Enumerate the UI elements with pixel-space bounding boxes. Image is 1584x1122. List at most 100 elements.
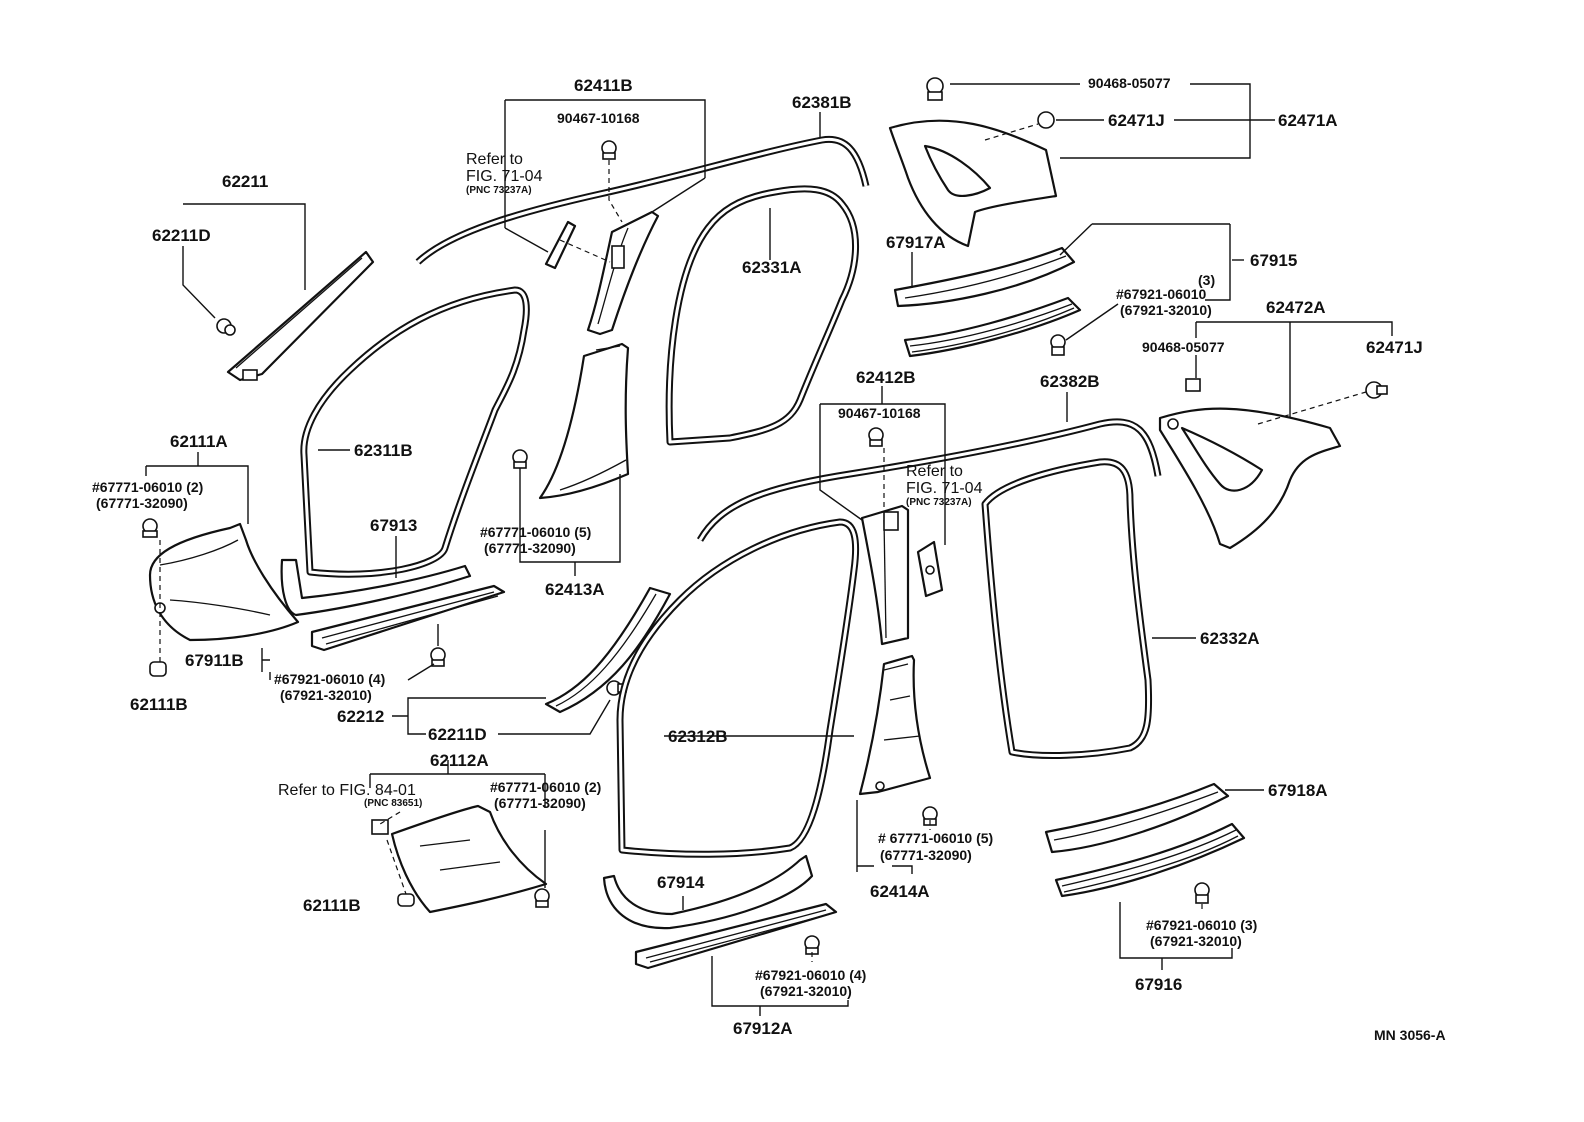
label-62311B: 62311B	[354, 441, 413, 460]
label-67911B: 67911B	[185, 651, 244, 670]
clip-90467-rear	[868, 427, 884, 447]
label-67921-32010-rear: (67921-32010)	[760, 983, 852, 999]
label-67918A: 67918A	[1268, 781, 1328, 800]
part-front-scuff-inner	[280, 558, 472, 617]
label-62381B: 62381B	[792, 93, 852, 112]
label-67912A: 67912A	[733, 1019, 793, 1038]
part-roof-side-inner-garnish	[888, 119, 1058, 248]
label-67921-06010-4-front: #67921-06010 (4)	[274, 671, 385, 687]
label-67771-32090-rear: (67771-32090)	[880, 847, 972, 863]
part-rear-scuff-67915	[903, 296, 1082, 358]
label-62212: 62212	[337, 707, 384, 726]
seatbelt-anchor-cover-front	[544, 220, 577, 270]
label-67921-06010-4-rear: #67921-06010 (4)	[755, 967, 866, 983]
clip-67921-upper-right	[1050, 334, 1066, 356]
label-62331A: 62331A	[742, 258, 802, 277]
part-rear-door-opening-trim	[616, 518, 860, 858]
label-62413A: 62413A	[545, 580, 605, 599]
part-front-door-opening-trim	[300, 286, 530, 578]
label-90467-10168-front: 90467-10168	[557, 110, 640, 126]
part-front-scuff-outer	[310, 584, 506, 652]
label-67921-32010-front: (67921-32010)	[280, 687, 372, 703]
clip-67921-front-scuff	[430, 647, 446, 667]
part-roof-weatherstrip-rear	[696, 418, 1162, 542]
label-62411B: 62411B	[574, 76, 633, 95]
ref-a-line3: (PNC 73237A)	[466, 185, 532, 196]
clip-62211D-top	[216, 318, 236, 336]
label-qty-3-upper: (3)	[1198, 272, 1215, 288]
label-67771-06010-2-front: #67771-06010 (2)	[92, 479, 203, 495]
label-67771-06010-5-rear: # 67771-06010 (5)	[878, 830, 993, 846]
part-center-pillar-upper-rear	[860, 504, 910, 646]
clip-67771-cowl-top	[142, 518, 158, 538]
label-62471J-lower: 62471J	[1366, 338, 1423, 357]
label-67913: 67913	[370, 516, 417, 535]
clip-67771-pillar-front	[512, 449, 528, 469]
label-67771-32090-front: (67771-32090)	[96, 495, 188, 511]
label-62211D-lower: 62211D	[428, 725, 487, 744]
label-62414A: 62414A	[870, 882, 930, 901]
label-90468-05077-lower: 90468-05077	[1142, 339, 1225, 355]
clip-62111B-cowl	[149, 661, 167, 677]
part-roof-side-inner-garnish-lower	[1158, 407, 1342, 550]
seatbelt-anchor-cover-rear	[916, 540, 944, 598]
clip-90468-lower	[1185, 378, 1201, 392]
label-67921-32010-upper: (67921-32010)	[1120, 302, 1212, 318]
part-center-pillar-upper-front	[586, 210, 660, 336]
part-front-pillar-garnish	[226, 250, 375, 382]
label-62111A: 62111A	[170, 432, 228, 451]
label-90467-10168-rear: 90467-10168	[838, 405, 921, 421]
label-62332A: 62332A	[1200, 629, 1260, 648]
part-center-pillar-lower-rear	[858, 654, 932, 796]
clip-62471J-lower	[1365, 381, 1388, 399]
label-62112A: 62112A	[430, 751, 489, 770]
label-67771-06010-2-lower: #67771-06010 (2)	[490, 779, 601, 795]
label-62111B-front: 62111B	[130, 695, 188, 714]
label-67771-06010-5-front: #67771-06010 (5)	[480, 524, 591, 540]
label-67921-06010-3-quarter: #67921-06010 (3)	[1146, 917, 1257, 933]
part-rear-door-opening-weatherstrip	[981, 458, 1153, 759]
label-67771-32090-pillar-front: (67771-32090)	[484, 540, 576, 556]
label-62211: 62211	[222, 172, 268, 191]
label-67915: 67915	[1250, 251, 1297, 270]
label-62471J-upper: 62471J	[1108, 111, 1165, 130]
clip-67921-rear-scuff	[804, 935, 820, 955]
part-quarter-scuff-67916	[1054, 822, 1246, 898]
label-62211D-upper: 62211D	[152, 226, 211, 245]
label-67916: 67916	[1135, 975, 1182, 994]
label-62111B-lower: 62111B	[303, 896, 361, 915]
part-rear-door-weatherstrip	[665, 185, 860, 446]
label-67921-32010-quarter: (67921-32010)	[1150, 933, 1242, 949]
clip-62471J-upper	[1037, 111, 1055, 129]
part-front-pillar-garnish-lower	[544, 586, 672, 714]
ref-c-line1: Refer to FIG. 84-01	[278, 782, 416, 799]
part-center-pillar-lower-front	[538, 342, 630, 500]
label-62382B: 62382B	[1040, 372, 1100, 391]
part-rear-scuff-outer	[634, 902, 838, 970]
part-roof-weatherstrip-front	[415, 135, 870, 265]
label-62312B: 62312B	[668, 727, 728, 746]
clip-90468-upper	[926, 77, 944, 101]
ref-a-line1: Refer to	[466, 151, 523, 168]
leader-lines	[145, 83, 1393, 1016]
clip-90467-front	[601, 140, 617, 160]
part-rear-scuff-inner	[602, 854, 814, 930]
label-62412B: 62412B	[856, 368, 916, 387]
label-90468-05077-upper: 90468-05077	[1088, 75, 1171, 91]
label-67914: 67914	[657, 873, 705, 892]
drawing-code: MN 3056-A	[1374, 1027, 1446, 1043]
ref-c-line2: (PNC 83651)	[364, 798, 422, 809]
label-62472A: 62472A	[1266, 298, 1326, 317]
part-cowl-side-trim-lower	[371, 804, 548, 914]
label-67921-06010-upper: #67921-06010	[1116, 286, 1207, 302]
label-67771-32090-lower: (67771-32090)	[494, 795, 586, 811]
label-62471A: 62471A	[1278, 111, 1338, 130]
ref-b-line1: Refer to	[906, 463, 963, 480]
ref-b-line3: (PNC 73237A)	[906, 497, 972, 508]
clip-67921-quarter	[1194, 882, 1210, 904]
part-quarter-scuff-67918A	[1044, 782, 1230, 854]
ref-a-line2: FIG. 71-04	[466, 168, 543, 185]
ref-b-line2: FIG. 71-04	[906, 480, 983, 497]
part-rear-scuff-67917A	[893, 246, 1076, 308]
